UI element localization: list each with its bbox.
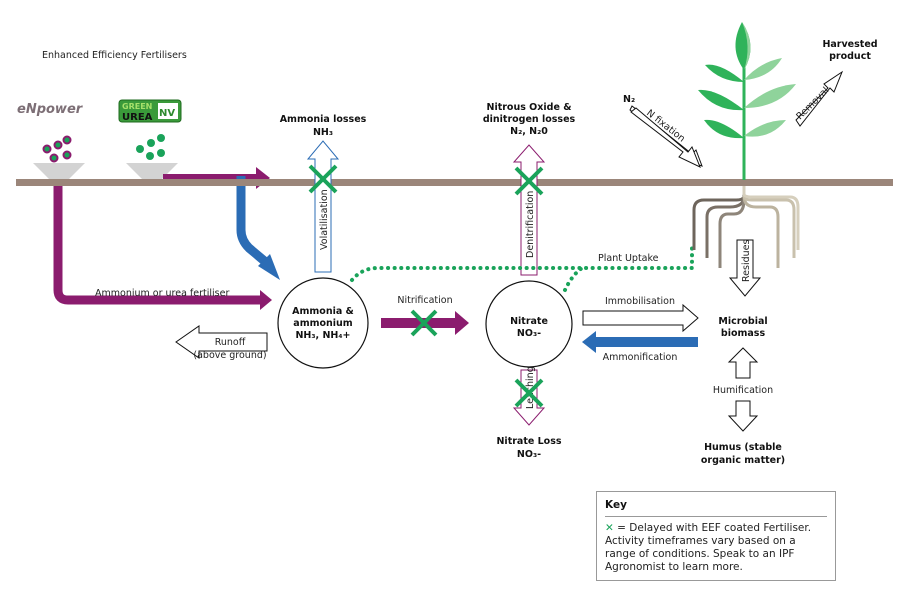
- n2-label: N₂: [623, 94, 635, 105]
- volatilisation-label: Volatilisation: [319, 189, 330, 250]
- delayed-x-icon: [410, 309, 438, 337]
- denitrification-label: Denitrification: [525, 191, 536, 258]
- nitrous-title-2: dinitrogen losses: [483, 114, 576, 125]
- ammonia-node-line2: ammonium: [293, 318, 353, 329]
- leaching-label: Leaching: [525, 366, 536, 409]
- infiltration-arrow: [236, 176, 271, 268]
- key-description: = Delayed with EEF coated Fertiliser. Ac…: [605, 522, 812, 573]
- legend-key-box: Key ✕ = Delayed with EEF coated Fertilis…: [596, 491, 836, 581]
- surface-flow-arrow: [163, 174, 258, 183]
- nitrification-arrowhead: [455, 311, 469, 335]
- ground-surface: [16, 179, 893, 186]
- nitrous-title-1: Nitrous Oxide &: [487, 102, 572, 113]
- enpower-bowl: [33, 163, 85, 180]
- microbial-biomass-line1: Microbial: [718, 316, 767, 327]
- plant-icon: [698, 22, 796, 180]
- fertiliser-flow-arrow: [53, 182, 262, 305]
- enpower-logo: eNpower: [17, 102, 84, 117]
- humus-line1: Humus (stable: [704, 442, 782, 453]
- plant-uptake-label: Plant Uptake: [598, 253, 659, 264]
- svg-text:UREA: UREA: [122, 112, 153, 123]
- n-fixation-arrow-body: [630, 107, 701, 169]
- nitrification-label: Nitrification: [397, 295, 452, 306]
- fertiliser-label: Ammonium or urea fertiliser: [95, 288, 229, 299]
- ammonification-label: Ammonification: [603, 352, 678, 363]
- microbial-biomass-line2: biomass: [721, 328, 766, 339]
- humus-line2: organic matter): [701, 455, 785, 466]
- delayed-x-icon: [308, 164, 338, 194]
- removal-arrow: [795, 70, 844, 127]
- ammonia-node-line3: NH₃, NH₄+: [295, 330, 350, 341]
- diagram-title: Enhanced Efficiency Fertilisers: [42, 50, 187, 61]
- humification-up-arrow: [727, 347, 759, 379]
- svg-text:GREEN: GREEN: [122, 102, 152, 111]
- fertiliser-arrowhead: [260, 290, 272, 310]
- ammonia-losses-formula: NH₃: [313, 127, 333, 138]
- harvested-product-line1: Harvested: [822, 39, 877, 50]
- humification-label: Humification: [713, 385, 773, 396]
- nitrous-formula: N₂, N₂0: [510, 126, 548, 137]
- runoff-sublabel: (above ground): [193, 350, 266, 361]
- harvested-product-line2: product: [829, 51, 871, 62]
- green-urea-logo: GREEN UREA NV: [118, 99, 182, 123]
- nitrate-loss-formula: NO₃-: [517, 449, 541, 460]
- ammonia-losses-title: Ammonia losses: [280, 114, 367, 125]
- removal-label: Removal: [794, 85, 831, 122]
- ammonification-arrow: [595, 337, 698, 347]
- ammonia-node-line1: Ammonia &: [292, 306, 354, 317]
- denitrification-arrow: [512, 144, 546, 276]
- enpower-granules: [42, 135, 72, 163]
- plant-uptake-branch: [563, 266, 584, 292]
- plant-roots: [692, 186, 800, 268]
- nitrate-node-line2: NO₃-: [517, 328, 541, 339]
- residues-arrow: [728, 239, 762, 297]
- key-text: ✕ = Delayed with EEF coated Fertiliser. …: [605, 522, 827, 574]
- humification-down-arrow: [727, 400, 759, 432]
- key-title: Key: [605, 499, 627, 511]
- delayed-x-icon: ✕: [605, 522, 614, 534]
- immobilisation-label: Immobilisation: [605, 296, 675, 307]
- delayed-x-icon: [514, 166, 544, 196]
- residues-label: Residues: [741, 239, 752, 282]
- nitrate-node: [485, 280, 573, 368]
- immobilisation-arrow: [582, 303, 699, 333]
- key-divider: [605, 516, 827, 517]
- plant-uptake-path: [350, 243, 694, 282]
- ammonia-node: [277, 277, 369, 369]
- delayed-x-icon: [514, 378, 544, 408]
- green-urea-granules: [136, 134, 165, 160]
- nitrification-arrow: [381, 318, 456, 328]
- ammonification-arrowhead: [582, 331, 596, 353]
- svg-text:NV: NV: [159, 108, 175, 119]
- runoff-arrow: [175, 325, 268, 359]
- nitrate-loss-title: Nitrate Loss: [496, 436, 561, 447]
- infiltration-arrowhead: [258, 254, 280, 280]
- runoff-label: Runoff: [215, 337, 246, 348]
- nitrate-node-line1: Nitrate: [510, 316, 548, 327]
